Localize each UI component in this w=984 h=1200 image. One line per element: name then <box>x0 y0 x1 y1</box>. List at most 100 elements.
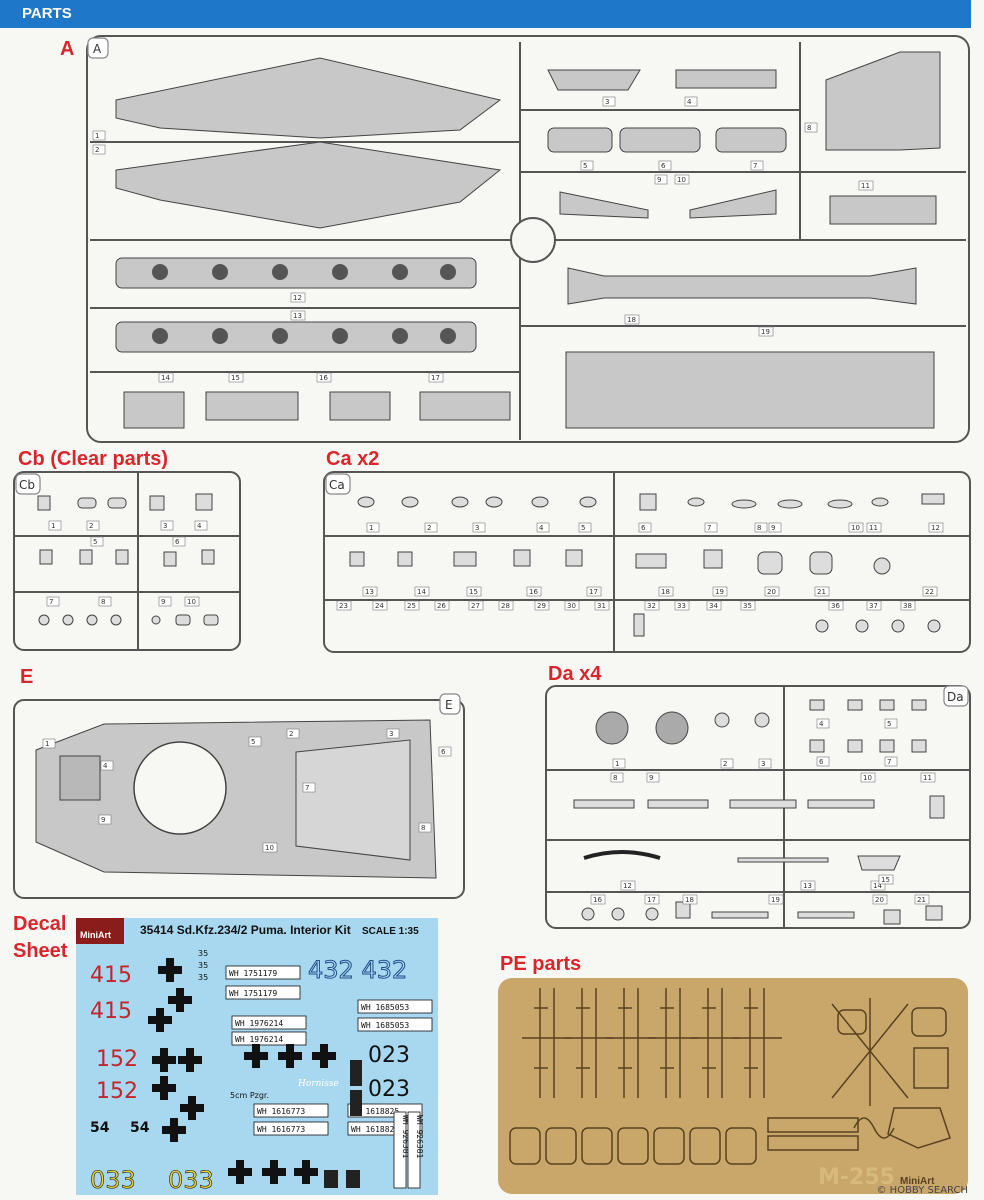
sprue-da-num-6: 6 <box>819 758 824 766</box>
sprue-e-num-8: 8 <box>421 824 425 832</box>
label-sprue-e: E <box>20 666 34 688</box>
sprue-ca-num-36: 36 <box>831 602 840 610</box>
badge-cb: Cb <box>19 478 35 492</box>
decal-scale: SCALE 1:35 <box>362 926 419 937</box>
part-a5 <box>547 127 613 153</box>
decal-plate-3: WH 1976214 <box>235 1035 283 1044</box>
sprue-a-num-8: 8 <box>807 124 811 132</box>
part-a8 <box>825 51 941 151</box>
parts-header: PARTS <box>0 0 971 28</box>
pe-fret: M-255 MiniArt <box>498 978 968 1194</box>
sprue-da-num-3: 3 <box>761 760 765 768</box>
sprue-e-num-7: 7 <box>305 784 309 792</box>
decal-plate-2: WH 1976214 <box>235 1019 283 1028</box>
decal-5cm-caption: 5cm Pzgr. <box>230 1091 269 1100</box>
sprue-da-num-4: 4 <box>819 720 824 728</box>
sprue-da-num-18: 18 <box>685 896 694 904</box>
sprue-ca-num-22: 22 <box>925 588 934 596</box>
pe-frame-5 <box>689 1127 721 1165</box>
label-sprue-a: A <box>60 38 75 60</box>
sprue-a-num-12: 12 <box>293 294 302 302</box>
sprue-a-num-14: 14 <box>161 374 170 382</box>
pe-rack-4 <box>690 988 740 1098</box>
sprue-cb-num-7: 7 <box>49 598 53 606</box>
decal-415-b: 415 <box>90 999 132 1024</box>
parts-title: PARTS <box>22 5 72 22</box>
sprue-ca-num-34: 34 <box>709 602 718 610</box>
decal-plate-9: WH 1618825 <box>351 1125 399 1134</box>
pe-frame-2 <box>581 1127 613 1165</box>
sprue-a-num-1: 1 <box>95 132 99 140</box>
sprue-da-num-13: 13 <box>803 882 812 890</box>
pe-rack-2 <box>606 988 656 1098</box>
sprue-ca-num-7: 7 <box>707 524 711 532</box>
sprue-ca-num-38: 38 <box>903 602 912 610</box>
pe-rack-3 <box>648 988 698 1098</box>
part-a16 <box>329 391 391 421</box>
sprue-a-num-6: 6 <box>661 162 666 170</box>
sprue-ca-num-24: 24 <box>375 602 384 610</box>
sprue-cb-num-5: 5 <box>93 538 97 546</box>
sprue-e-num-5: 5 <box>251 738 255 746</box>
decal-plate-1: WH 1751179 <box>229 989 277 998</box>
sprue-a-num-16: 16 <box>319 374 328 382</box>
sprue-ca-num-5: 5 <box>581 524 585 532</box>
sprue-ca-num-35: 35 <box>743 602 752 610</box>
part-a12-wheel-rail <box>115 257 477 289</box>
decal-hornisse-caption: Hornisse <box>297 1079 339 1089</box>
decal-023-b: 023 <box>368 1077 410 1102</box>
sprue-cb-num-2: 2 <box>89 522 93 530</box>
pe-model: M-255 <box>818 1165 895 1190</box>
sprue-e-num-9: 9 <box>101 816 105 824</box>
decal-415-a: 415 <box>90 963 132 988</box>
part-a15 <box>205 391 299 421</box>
sprue-ca-frame <box>323 471 971 653</box>
sprue-ca-num-31: 31 <box>597 602 606 610</box>
sprue-ca-num-6: 6 <box>641 524 646 532</box>
part-a4 <box>675 69 777 89</box>
decal-033-a: 033 <box>90 1166 136 1194</box>
label-sprue-da: Da x4 <box>548 663 602 685</box>
sprue-cb-frame <box>13 471 241 651</box>
sprue-e-num-2: 2 <box>289 730 293 738</box>
sprue-a-num-19: 19 <box>761 328 770 336</box>
decal-plate-0: WH 1751179 <box>229 969 277 978</box>
watermark: © HOBBY SEARCH <box>876 1185 969 1196</box>
decal-plate-10: WH 926381 <box>401 1115 410 1159</box>
sprue-ca-num-21: 21 <box>817 588 826 596</box>
sprue-ca-num-23: 23 <box>339 602 348 610</box>
part-a6 <box>619 127 701 153</box>
sprue-ca-num-16: 16 <box>529 588 538 596</box>
badge-da: Da <box>947 690 964 704</box>
decal-35-b: 35 <box>198 961 208 970</box>
sprue-ca-num-18: 18 <box>661 588 670 596</box>
decal-plate-6: WH 1685053 <box>361 1003 409 1012</box>
sprue-ca-num-19: 19 <box>715 588 724 596</box>
label-sprue-cb: Cb (Clear parts) <box>18 448 169 470</box>
sprue-ca-num-17: 17 <box>589 588 598 596</box>
label-pe-parts: PE parts <box>500 953 582 975</box>
sprue-a-num-2: 2 <box>95 146 99 154</box>
sprue-e-num-6: 6 <box>441 748 446 756</box>
label-decal-line2: Sheet <box>13 940 68 962</box>
sprue-ca-num-25: 25 <box>407 602 416 610</box>
sprue-ca-num-32: 32 <box>647 602 656 610</box>
pe-rack-5 <box>732 988 782 1098</box>
sprue-da-num-20: 20 <box>875 896 884 904</box>
sprue-a-num-3: 3 <box>605 98 609 106</box>
sprue-a-num-17: 17 <box>431 374 440 382</box>
sprue-ca-num-30: 30 <box>567 602 576 610</box>
decal-033-b: 033 <box>168 1166 214 1194</box>
sprue-cb-num-10: 10 <box>187 598 196 606</box>
part-a13-wheel-rail <box>115 321 477 353</box>
sprue-a-num-10: 10 <box>677 176 686 184</box>
sprue-da-num-15: 15 <box>881 876 890 884</box>
decal-plate-8: WH 1618825 <box>351 1107 399 1116</box>
decal-sheet-art: MiniArt 35414 Sd.Kfz.234/2 Puma. Interio… <box>76 918 433 1194</box>
part-a19 <box>565 351 935 429</box>
sprue-a-num-4: 4 <box>687 98 692 106</box>
decal-plate-11: WH 926381 <box>415 1115 424 1159</box>
sprue-da-num-12: 12 <box>623 882 632 890</box>
pe-frame-1 <box>545 1127 577 1165</box>
sprue-da-num-14: 14 <box>873 882 882 890</box>
